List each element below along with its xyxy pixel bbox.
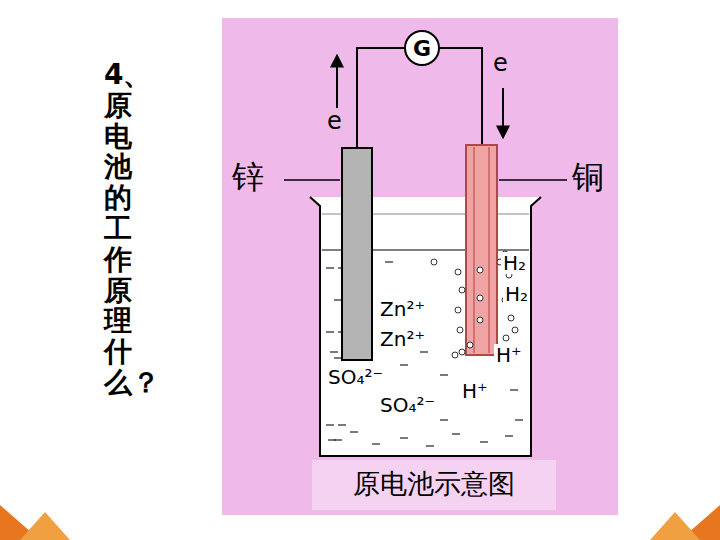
galvanometer: G — [404, 30, 440, 66]
bubble — [431, 259, 437, 265]
solution-mark — [452, 433, 460, 434]
bubble — [508, 315, 514, 321]
wire — [440, 48, 482, 146]
electrode-label: 铜 — [570, 160, 606, 195]
leader-line — [499, 179, 567, 181]
solution-mark — [480, 441, 488, 442]
solution-mark — [426, 445, 434, 446]
pink-panel — [222, 18, 618, 515]
electrode-label: 锌 — [230, 160, 266, 195]
solution-mark — [326, 267, 334, 268]
bubble — [477, 267, 483, 273]
solution-mark — [515, 419, 523, 420]
slide-title: 4、原电池的工作原理什么？ — [104, 60, 132, 399]
solution-mark — [510, 389, 518, 390]
bubble — [512, 327, 518, 333]
species-label: H₂ — [503, 283, 530, 305]
ion-label: SO₄²⁻ — [378, 394, 437, 416]
solution-mark — [326, 331, 334, 332]
electron-arrow — [336, 55, 338, 108]
solution-mark — [400, 364, 408, 365]
bubble — [467, 342, 473, 348]
solution-mark — [400, 437, 408, 438]
electron-label: e — [491, 50, 510, 76]
ion-label: Zn²⁺ — [378, 328, 427, 350]
solution-mark — [334, 357, 342, 358]
solution-mark — [338, 424, 346, 425]
copper-shade — [473, 147, 475, 353]
solution-mark — [385, 261, 393, 262]
bubble — [477, 295, 483, 301]
ion-label: SO₄²⁻ — [326, 366, 385, 388]
bubble — [455, 269, 461, 275]
zinc-electrode — [342, 148, 372, 360]
ion-label: Zn²⁺ — [378, 298, 427, 320]
copper-electrode — [466, 145, 497, 355]
wire — [357, 48, 405, 150]
ion-label: H⁺ — [494, 344, 524, 366]
solution-mark — [440, 419, 448, 420]
solution-mark — [372, 443, 380, 444]
species-label: H₂ — [501, 252, 528, 274]
bubble — [459, 349, 465, 355]
solution-mark — [326, 424, 334, 425]
bubble — [459, 287, 465, 293]
bubble — [457, 327, 463, 333]
solution-mark — [440, 374, 448, 375]
solution-mark — [330, 351, 338, 352]
electron-arrow — [502, 88, 504, 138]
solution-mark — [350, 431, 358, 432]
leader-line — [284, 179, 340, 181]
corner-decoration — [20, 512, 70, 540]
bubble — [455, 307, 461, 313]
figure-caption: 原电池示意图 — [318, 466, 550, 502]
bubble — [477, 317, 483, 323]
meter-symbol: G — [413, 36, 431, 61]
bubble — [503, 335, 509, 341]
solution-mark — [505, 435, 513, 436]
copper-shade — [488, 147, 490, 353]
solution-mark — [420, 351, 428, 352]
corner-decoration — [650, 512, 700, 540]
bubble — [452, 352, 458, 358]
caption-frame — [312, 460, 556, 510]
solution-mark — [334, 299, 342, 300]
electron-label: e — [325, 108, 344, 134]
ion-label: H⁺ — [460, 380, 490, 402]
solution-mark — [328, 439, 336, 440]
